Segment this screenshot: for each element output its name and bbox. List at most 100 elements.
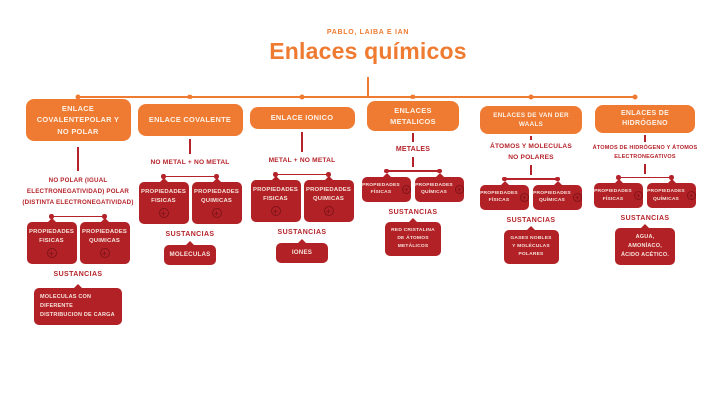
expand-plus-icon[interactable]: + [633,191,643,201]
substance-box[interactable]: GASES NOBLES Y MOLÉCULAS POLARES [503,229,559,264]
connector-stub-line [77,147,79,171]
properties-fisicas-label: PROPIEDADES FÍSICAS [480,190,518,204]
branch: ENLACES METALICOS METALES PROPIEDADES FÍ… [358,101,468,256]
branch-title: ENLACE COVALENTEPOLAR Y NO POLAR [36,104,120,136]
fork-dot [502,176,507,182]
properties-row: PROPIEDADES FISICAS + PROPIEDADES QUIMIC… [137,182,243,225]
properties-fisicas-box[interactable]: PROPIEDADES FÍSICAS + [362,176,411,202]
header: PABLO, LAIBA E IAN Enlaces químicos [188,29,548,65]
properties-quimicas-box[interactable]: PROPIEDADES QUIMICAS + [191,182,242,225]
substance-label: IONES [291,249,313,257]
substance-box[interactable]: RED CRISTALINA DE ÁTOMOS METÁLICOS [385,221,441,256]
branch-title: ENLACES DE HIDRÓGENO [620,109,670,128]
branch-subtitle: NO POLAR (IGUAL ELECTRONEGATIVIDAD) POLA… [22,177,134,206]
sustancias-label: SUSTANCIAS [53,271,103,279]
expand-plus-icon[interactable]: + [158,208,169,219]
branch-title: ENLACES METALICOS [390,105,436,126]
substance-box[interactable]: MOLECULAS CON DIFERENTE DISTRIBUCION DE … [34,288,122,326]
branch-fork-line [273,171,331,177]
properties-quimicas-label: PROPIEDADES QUÍMICAS [533,190,571,204]
branch-title-box[interactable]: ENLACES DE VAN DER WAALS [480,106,582,134]
properties-row: PROPIEDADES FISICAS + PROPIEDADES QUIMIC… [249,180,355,223]
sustancias-label: SUSTANCIAS [388,208,438,216]
fork-dot [555,176,560,182]
fork-dot [214,173,219,179]
properties-quimicas-label: PROPIEDADES QUÍMICAS [647,189,685,202]
properties-quimicas-box[interactable]: PROPIEDADES QUÍMICAS + [647,183,696,209]
branch-node-marker [299,94,305,100]
branch-title: ENLACE IONICO [270,113,334,123]
substance-label: MOLECULAS [169,251,211,259]
properties-fisicas-box[interactable]: PROPIEDADES FÍSICAS + [594,183,643,209]
branch-title-box[interactable]: ENLACES DE HIDRÓGENO [595,105,695,133]
properties-quimicas-label: PROPIEDADES QUIMICAS [81,228,128,244]
expand-plus-icon[interactable]: + [572,192,582,202]
authors-label: PABLO, LAIBA E IAN [326,29,410,36]
properties-fisicas-box[interactable]: PROPIEDADES FISICAS + [138,182,189,225]
branch-title-box[interactable]: ENLACE COVALENTE [137,104,243,136]
properties-row: PROPIEDADES FÍSICAS + PROPIEDADES QUÍMIC… [592,183,698,209]
properties-quimicas-label: PROPIEDADES QUÍMICAS [415,182,453,196]
branch: ENLACES DE HIDRÓGENO ÁTOMOS DE HIDRÓGENO… [586,105,704,266]
branch: ENLACE COVALENTEPOLAR Y NO POLAR NO POLA… [22,99,134,326]
connector-stub-line [644,135,646,142]
expand-plus-icon[interactable]: + [323,206,334,217]
sustancias-label: SUSTANCIAS [506,216,556,224]
connector-stub-line [412,133,414,142]
expand-plus-icon[interactable]: + [46,248,57,259]
substance-box[interactable]: IONES [276,243,328,264]
connector-stub-line [301,132,303,152]
expand-plus-icon[interactable]: + [99,248,110,259]
fork-dot [102,213,107,219]
expand-plus-icon[interactable]: + [686,191,696,201]
expand-plus-icon[interactable]: + [211,208,222,219]
properties-quimicas-box[interactable]: PROPIEDADES QUÍMICAS + [415,176,464,202]
substance-box[interactable]: AGUA, AMONÍACO, ÁCIDO ACÉTICO. [615,228,675,266]
branch-node-marker [187,94,193,100]
branch-title-box[interactable]: ENLACES METALICOS [367,101,459,131]
properties-quimicas-box[interactable]: PROPIEDADES QUIMICAS + [303,180,354,223]
properties-row: PROPIEDADES FÍSICAS + PROPIEDADES QUÍMIC… [478,184,584,210]
branch-subtitle: ÁTOMOS DE HIDRÓGENO Y ÁTOMOS ELECTRONEGA… [592,145,698,160]
properties-fisicas-label: PROPIEDADES FISICAS [252,186,299,202]
branch-fork-line [49,213,107,219]
branch-title-box[interactable]: ENLACE COVALENTEPOLAR Y NO POLAR [25,99,131,141]
properties-fisicas-box[interactable]: PROPIEDADES FÍSICAS + [480,184,529,210]
main-connector-line [78,96,635,98]
expand-plus-icon[interactable]: + [519,192,529,202]
connector-stub-line [530,165,532,176]
properties-quimicas-box[interactable]: PROPIEDADES QUIMICAS + [79,222,130,265]
expand-plus-icon[interactable]: + [401,184,411,194]
branch-fork-line [616,175,674,180]
properties-fisicas-label: PROPIEDADES FÍSICAS [594,189,632,202]
branch-node-marker [528,94,534,100]
expand-plus-icon[interactable]: + [270,206,281,217]
branch-title: ENLACES DE VAN DER WAALS [493,111,569,128]
fork-dot [49,213,54,219]
properties-quimicas-label: PROPIEDADES QUIMICAS [305,186,352,202]
branch-fork-line [161,173,219,179]
properties-fisicas-box[interactable]: PROPIEDADES FISICAS + [250,180,301,223]
properties-row: PROPIEDADES FÍSICAS + PROPIEDADES QUÍMIC… [360,176,466,202]
properties-fisicas-label: PROPIEDADES FÍSICAS [362,182,400,196]
substance-label: MOLECULAS CON DIFERENTE DISTRIBUCION DE … [40,294,115,319]
fork-dot [669,175,674,180]
page-title: Enlaces químicos [269,38,467,64]
sustancias-label: SUSTANCIAS [277,229,327,237]
substance-label: RED CRISTALINA DE ÁTOMOS METÁLICOS [391,227,435,249]
title-connector-line [367,77,369,97]
branch-title: ENLACE COVALENTE [148,115,232,125]
branch-node-marker [410,94,416,100]
substance-box[interactable]: MOLECULAS [164,245,216,266]
fork-dot [326,171,331,177]
branch-title-box[interactable]: ENLACE IONICO [249,107,355,129]
branch-subtitle: ÁTOMOS Y MOLECULAS NO POLARES [489,143,572,161]
fork-dot [161,173,166,179]
properties-fisicas-box[interactable]: PROPIEDADES FISICAS + [26,222,77,265]
connector-stub-line [189,139,191,154]
expand-plus-icon[interactable]: + [454,184,464,194]
properties-quimicas-box[interactable]: PROPIEDADES QUÍMICAS + [533,184,582,210]
properties-fisicas-label: PROPIEDADES FISICAS [140,188,187,204]
sustancias-label: SUSTANCIAS [165,231,215,239]
